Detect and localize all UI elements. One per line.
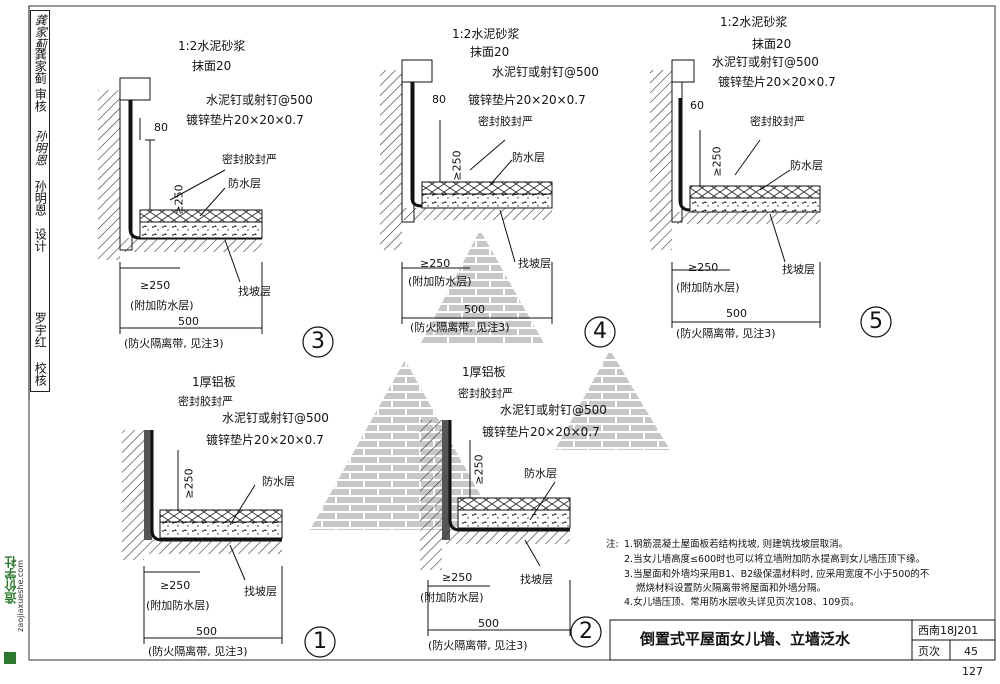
d5-dim-500: 500 [726, 307, 747, 320]
d3-extra-waterproof: (附加防水层) [130, 299, 194, 312]
d4-slope: 找坡层 [518, 257, 551, 270]
d5-waterproof: 防水层 [790, 159, 823, 172]
d1-fire-belt: (防火隔离带, 见注3) [148, 645, 248, 658]
detail-4 [380, 59, 553, 324]
sidebar-role-check: 校核 [33, 362, 48, 386]
page-label: 页次 [918, 645, 940, 658]
detail-number-1: 1 [313, 629, 327, 654]
atlas-number: 西南18J201 [918, 624, 979, 637]
watermark-pyramids [310, 230, 670, 530]
d2-gasket: 镀锌垫片20×20×0.7 [482, 425, 600, 439]
d3-mortar: 1:2水泥砂浆 [178, 39, 246, 53]
d2-extra-waterproof: (附加防水层) [420, 591, 484, 604]
d5-fire-belt: (防火隔离带, 见注3) [676, 327, 776, 340]
detail-number-4: 4 [593, 319, 607, 344]
d1-dim-250: ≥250 [182, 468, 196, 499]
d2-sealant: 密封胶封严 [458, 387, 513, 400]
d3-fire-belt: (防火隔离带, 见注3) [124, 337, 224, 350]
d2-dim-250b: ≥250 [442, 571, 473, 584]
detail-5 [650, 59, 821, 328]
note-3: 3.当屋面和外墙均采用B1、B2级保温材料时, 应采用宽度不小于500的不 [624, 569, 930, 580]
d3-dim-250b: ≥250 [140, 279, 171, 292]
sidebar-name-designer: 孙明恩 [33, 180, 48, 216]
detail-number-5: 5 [869, 309, 883, 334]
d1-sealant: 密封胶封严 [178, 395, 233, 408]
sidebar-name-reviewer: 龚家蓟 [33, 48, 48, 84]
watermark-logo-icon [4, 652, 16, 664]
d1-dim-500: 500 [196, 625, 217, 638]
d4-dim-250: ≥250 [450, 150, 464, 181]
d3-plaster: 抹面20 [192, 59, 232, 73]
page-number-box: 45 [964, 645, 978, 658]
sidebar-role-design: 设计 [33, 228, 48, 252]
d3-gasket: 镀锌垫片20×20×0.7 [186, 113, 304, 127]
d5-plaster: 抹面20 [752, 37, 792, 51]
d3-sealant: 密封胶封严 [222, 153, 277, 166]
watermark-brand: 造价学社 [4, 556, 18, 604]
title-block-frame [609, 619, 996, 661]
d3-dim-80: 80 [154, 121, 168, 134]
d3-nail: 水泥钉或射钉@500 [206, 93, 313, 107]
signature-column [30, 10, 50, 392]
d5-sealant: 密封胶封严 [750, 115, 805, 128]
d5-slope: 找坡层 [782, 263, 815, 276]
d3-dim-500: 500 [178, 315, 199, 328]
note-2: 2.当女儿墙高度≤600时也可以将立墙附加防水提高到女儿墙压顶下缘。 [624, 554, 926, 565]
d5-mortar: 1:2水泥砂浆 [720, 15, 788, 29]
d4-dim-80: 80 [432, 93, 446, 106]
d2-aluminum: 1厚铝板 [462, 365, 506, 379]
d3-dim-250: ≥250 [172, 184, 186, 215]
d2-dim-250: ≥250 [472, 454, 486, 485]
d4-extra-waterproof: (附加防水层) [408, 275, 472, 288]
sheet-page-number: 127 [962, 665, 983, 678]
d1-slope: 找坡层 [244, 585, 277, 598]
d5-dim-250b: ≥250 [688, 261, 719, 274]
d4-dim-250b: ≥250 [420, 257, 451, 270]
d5-dim-60: 60 [690, 99, 704, 112]
d5-gasket: 镀锌垫片20×20×0.7 [718, 75, 836, 89]
d4-waterproof: 防水层 [512, 151, 545, 164]
d2-dim-500: 500 [478, 617, 499, 630]
d5-nail: 水泥钉或射钉@500 [712, 55, 819, 69]
d4-mortar: 1:2水泥砂浆 [452, 27, 520, 41]
d4-nail: 水泥钉或射钉@500 [492, 65, 599, 79]
d2-waterproof: 防水层 [524, 467, 557, 480]
notes-heading: 注: [606, 539, 619, 550]
d5-dim-250: ≥250 [710, 146, 724, 177]
d1-nail: 水泥钉或射钉@500 [222, 411, 329, 425]
d4-sealant: 密封胶封严 [478, 115, 533, 128]
d1-dim-250b: ≥250 [160, 579, 191, 592]
d2-nail: 水泥钉或射钉@500 [500, 403, 607, 417]
d2-fire-belt: (防火隔离带, 见注3) [428, 639, 528, 652]
detail-3 [98, 77, 263, 334]
sidebar-name-checker: 罗宇红 [33, 312, 48, 348]
d1-waterproof: 防水层 [262, 475, 295, 488]
sidebar-signature-designer: 孙明恩 [33, 130, 48, 166]
watermark-url: zaojiaxueshe.com [16, 560, 25, 632]
d5-extra-waterproof: (附加防水层) [676, 281, 740, 294]
detail-number-3: 3 [311, 329, 325, 354]
detail-number-2: 2 [579, 619, 593, 644]
d4-fire-belt: (防火隔离带, 见注3) [410, 321, 510, 334]
note-4: 4.女儿墙压顶、常用防水层收头详见页次108、109页。 [624, 597, 860, 608]
note-3-cont: 燃烧材料设置防火隔离带将屋面和外墙分隔。 [636, 583, 827, 594]
d4-gasket: 镀锌垫片20×20×0.7 [468, 93, 586, 107]
detail-circles [302, 306, 892, 658]
detail-1 [122, 430, 283, 644]
d1-gasket: 镀锌垫片20×20×0.7 [206, 433, 324, 447]
detail-2 [420, 420, 571, 636]
d2-slope: 找坡层 [520, 573, 553, 586]
d3-waterproof: 防水层 [228, 177, 261, 190]
d1-aluminum: 1厚铝板 [192, 375, 236, 389]
drawing-title: 倒置式平屋面女儿墙、立墙泛水 [640, 630, 851, 648]
note-1: 1.钢筋混凝土屋面板若结构找坡, 则建筑找坡层取消。 [624, 539, 849, 550]
sidebar-signature-reviewer: 龚家蓟 [33, 14, 48, 50]
sidebar-role-review: 审核 [33, 88, 48, 112]
d4-dim-500: 500 [464, 303, 485, 316]
d4-plaster: 抹面20 [470, 45, 510, 59]
d1-extra-waterproof: (附加防水层) [146, 599, 210, 612]
d3-slope: 找坡层 [238, 285, 271, 298]
